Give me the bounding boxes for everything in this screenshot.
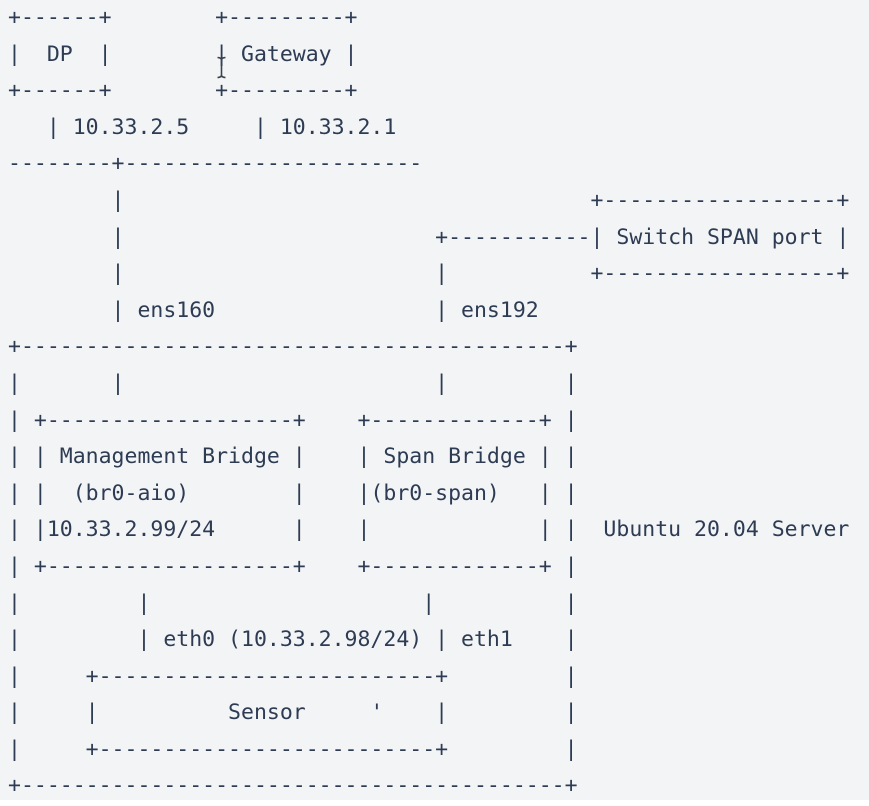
ascii-network-diagram: +------+ +---------+ | DP | | Gateway | … — [8, 5, 850, 799]
